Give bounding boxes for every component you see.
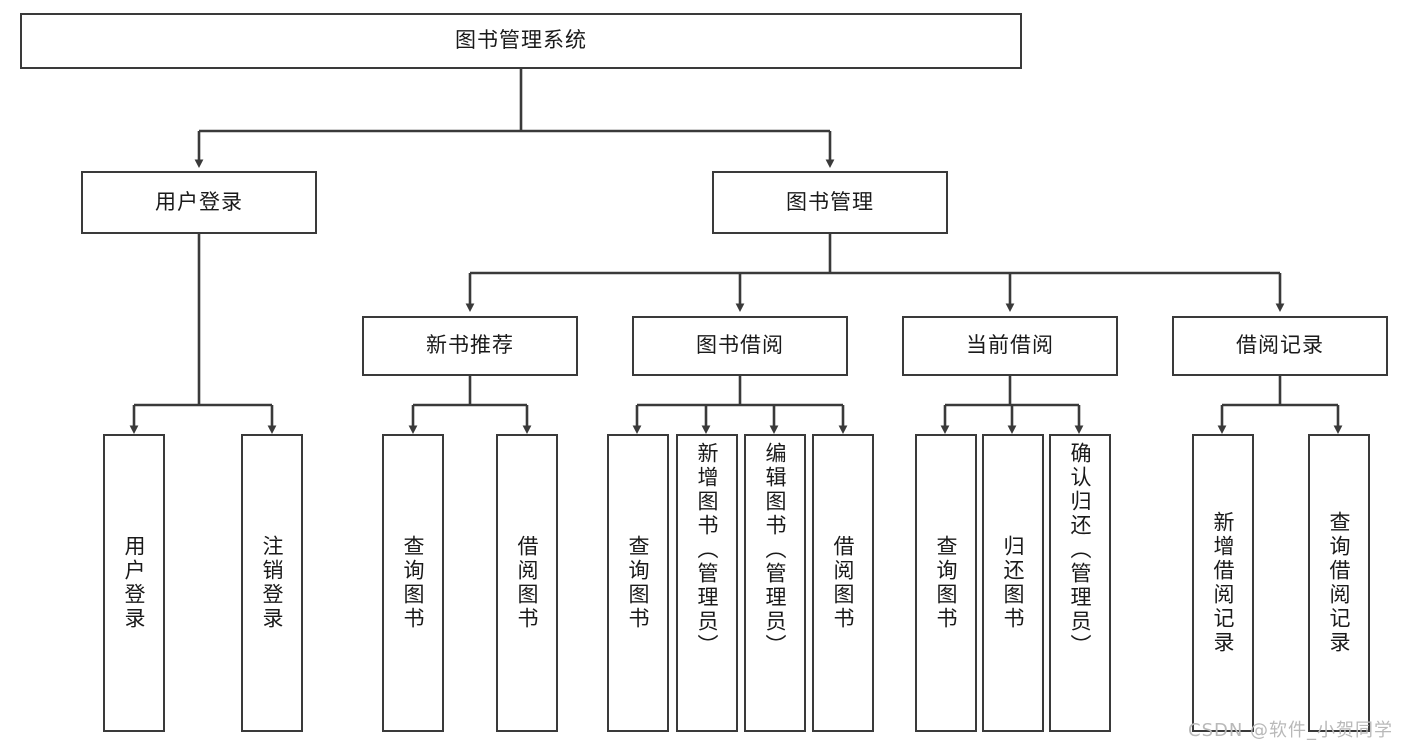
- leaf-user-login-signin[interactable]: 用户登录: [103, 434, 165, 732]
- leaf-borrow-record-add-record[interactable]: 新增借阅记录: [1192, 434, 1254, 732]
- node-label: 新书推荐: [426, 333, 514, 358]
- leaf-current-borrow-return-book[interactable]: 归还图书: [982, 434, 1044, 732]
- node-label: 借阅图书: [831, 535, 856, 631]
- node-label: 借阅图书: [515, 535, 540, 631]
- node-label: 归还图书: [1001, 535, 1026, 631]
- node-label: 图书借阅: [696, 333, 784, 358]
- node-label: 确认归还（管理员）: [1068, 442, 1093, 658]
- leaf-current-borrow-confirm-return-admin[interactable]: 确认归还（管理员）: [1049, 434, 1111, 732]
- node-label: 注销登录: [260, 535, 285, 631]
- node-label: 编辑图书（管理员）: [763, 442, 788, 658]
- leaf-current-borrow-query-book[interactable]: 查询图书: [915, 434, 977, 732]
- node-label: 图书管理系统: [455, 28, 587, 53]
- leaf-book-borrow-borrow-book[interactable]: 借阅图书: [812, 434, 874, 732]
- node-label: 查询图书: [401, 535, 426, 631]
- node-book-borrow[interactable]: 图书借阅: [632, 316, 848, 376]
- node-label: 新增借阅记录: [1211, 511, 1236, 655]
- node-label: 用户登录: [122, 535, 147, 631]
- leaf-borrow-record-query-record[interactable]: 查询借阅记录: [1308, 434, 1370, 732]
- node-user-login[interactable]: 用户登录: [81, 171, 317, 234]
- leaf-new-book-query-book[interactable]: 查询图书: [382, 434, 444, 732]
- leaf-book-borrow-add-book-admin[interactable]: 新增图书（管理员）: [676, 434, 738, 732]
- node-label: 当前借阅: [966, 333, 1054, 358]
- leaf-new-book-borrow-book[interactable]: 借阅图书: [496, 434, 558, 732]
- node-label: 查询借阅记录: [1327, 511, 1352, 655]
- node-new-book-recommend[interactable]: 新书推荐: [362, 316, 578, 376]
- leaf-book-borrow-edit-book-admin[interactable]: 编辑图书（管理员）: [744, 434, 806, 732]
- node-label: 图书管理: [786, 189, 874, 214]
- node-label: 新增图书（管理员）: [695, 442, 720, 658]
- node-root-book-management-system[interactable]: 图书管理系统: [20, 13, 1022, 69]
- leaf-book-borrow-query-book[interactable]: 查询图书: [607, 434, 669, 732]
- node-label: 借阅记录: [1236, 333, 1324, 358]
- node-label: 用户登录: [155, 189, 243, 214]
- csdn-watermark: CSDN @软件_小贺同学: [1188, 716, 1393, 742]
- leaf-user-login-signout[interactable]: 注销登录: [241, 434, 303, 732]
- node-borrow-record[interactable]: 借阅记录: [1172, 316, 1388, 376]
- node-book-management[interactable]: 图书管理: [712, 171, 948, 234]
- node-label: 查询图书: [934, 535, 959, 631]
- node-label: 查询图书: [626, 535, 651, 631]
- watermark-label: CSDN @软件_小贺同学: [1188, 720, 1394, 741]
- node-current-borrow[interactable]: 当前借阅: [902, 316, 1118, 376]
